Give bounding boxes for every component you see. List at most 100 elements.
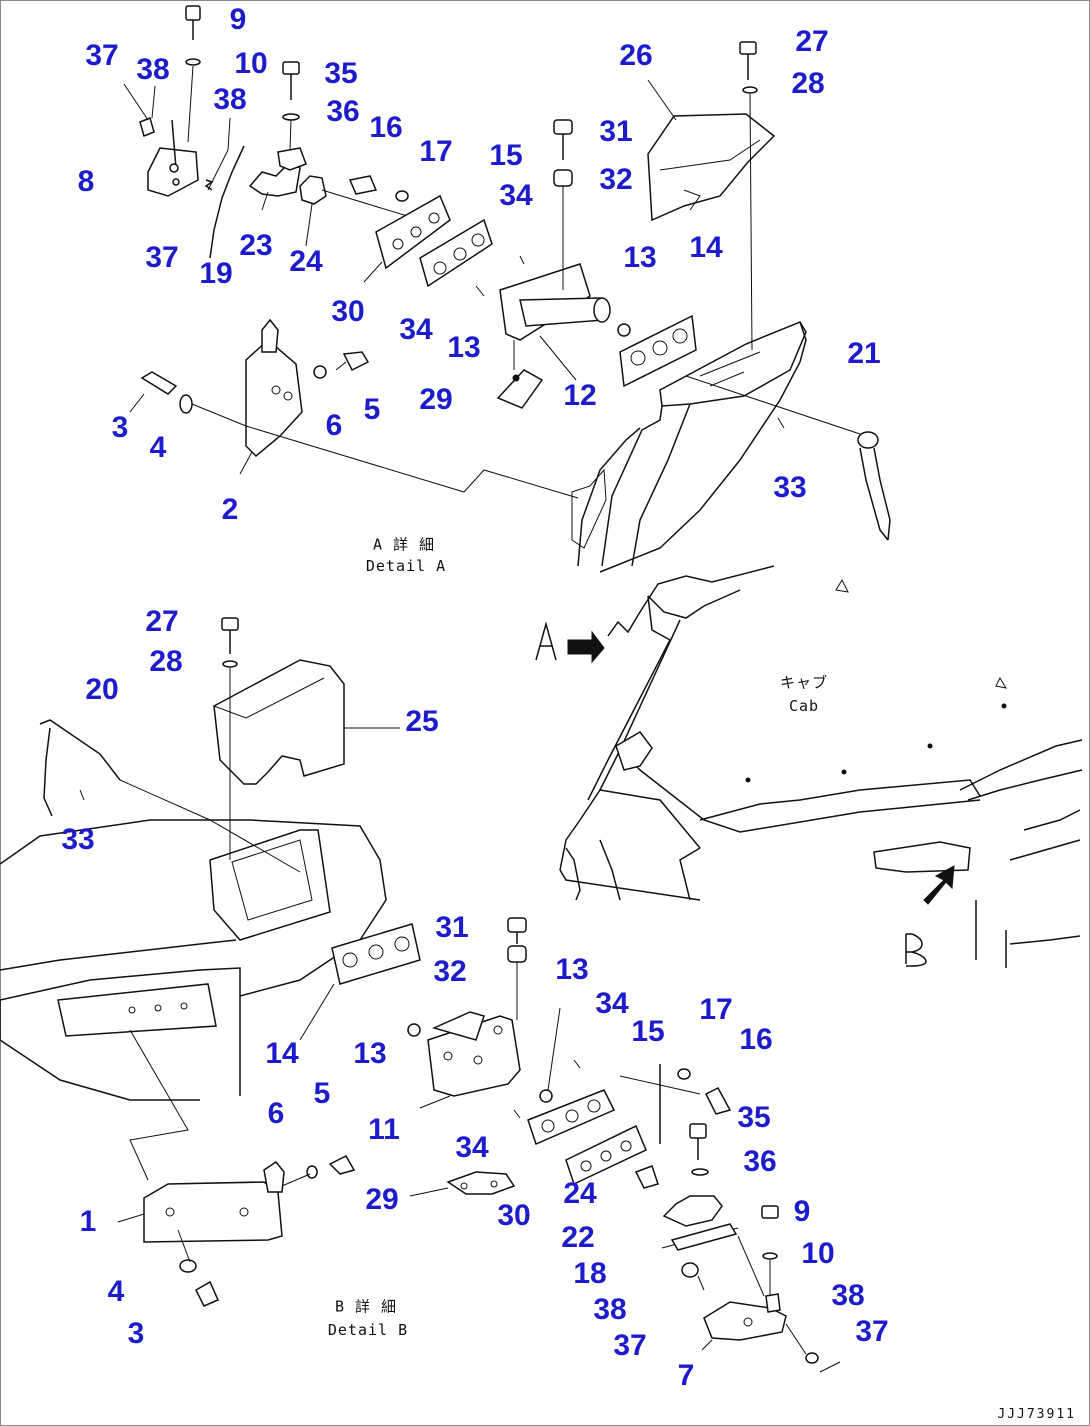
a-callout-19: 19 (199, 257, 233, 290)
detail-a-title-en: Detail A (365, 557, 447, 575)
b-callout-3: 3 (127, 1317, 145, 1350)
a-callout-34: 34 (399, 313, 433, 346)
b-callout-4: 4 (107, 1275, 125, 1308)
a-callout-13: 13 (447, 331, 481, 364)
b-callout-14: 14 (265, 1037, 299, 1070)
a-callout-2: 2 (221, 493, 239, 526)
b-callout-18: 18 (573, 1257, 607, 1290)
cab-label-jp: キャブ (779, 673, 829, 692)
b-callout-24: 24 (563, 1177, 597, 1210)
a-callout-23: 23 (239, 229, 273, 262)
drawing-code: JJJ73911 (997, 1407, 1076, 1422)
a-callout-30: 30 (331, 295, 365, 328)
latch-bracket-icon (615, 731, 653, 771)
b-callout-13: 13 (353, 1037, 387, 1070)
a-callout-34: 34 (499, 179, 533, 212)
a-callout-33: 33 (773, 471, 807, 504)
detail-b-title-en: Detail B (327, 1321, 409, 1339)
a-callout-31: 31 (599, 115, 633, 148)
b-callout-34: 34 (455, 1131, 489, 1164)
b-callout-7: 7 (677, 1359, 695, 1392)
plate-15-icon (527, 1089, 616, 1146)
b-callout-1: 1 (79, 1205, 97, 1238)
b-callout-13: 13 (555, 953, 589, 986)
bolt-9-icon (185, 5, 201, 143)
plate-14-icon (619, 314, 697, 388)
plate-14-b-icon (331, 923, 421, 985)
b-callout-20: 20 (85, 673, 119, 706)
bracket-8-icon (147, 119, 199, 197)
a-callout-6: 6 (325, 409, 343, 442)
bracket-2-icon (245, 338, 303, 458)
plate-29-b-icon (446, 1171, 516, 1195)
a-callout-8: 8 (77, 165, 95, 198)
plate-30-b-icon (565, 1124, 647, 1186)
b-callout-31: 31 (435, 911, 469, 944)
b-callout-36: 36 (743, 1145, 777, 1178)
detail-a-drawing (123, 5, 891, 573)
a-callout-37: 37 (85, 39, 119, 72)
a-callout-27: 27 (795, 25, 829, 58)
plate-29-icon (496, 369, 544, 409)
a-callout-32: 32 (599, 163, 633, 196)
b-callout-25: 25 (405, 705, 439, 738)
b-callout-22: 22 (561, 1221, 595, 1254)
view-arrow-a-icon (567, 630, 605, 664)
detail-a-title-jp: A 詳 細 (372, 535, 436, 554)
a-callout-38: 38 (213, 83, 247, 116)
a-callout-21: 21 (847, 337, 881, 370)
b-callout-35: 35 (737, 1101, 771, 1134)
cover-25-icon (213, 659, 345, 785)
b-callout-38: 38 (831, 1279, 865, 1312)
rod-19-icon (209, 145, 245, 259)
b-callout-34: 34 (595, 987, 629, 1020)
latch-24-b-icon (634, 1165, 659, 1189)
a-callout-37: 37 (145, 241, 179, 274)
a-callout-12: 12 (563, 379, 597, 412)
a-callout-17: 17 (419, 135, 453, 168)
latch-24-icon (299, 175, 327, 205)
a-callout-4: 4 (149, 431, 167, 464)
b-callout-27: 27 (145, 605, 179, 638)
b-callout-9: 9 (793, 1195, 811, 1228)
frame-bracket-b-icon (209, 829, 331, 941)
pin-21-icon (857, 431, 879, 449)
b-callout-37: 37 (613, 1329, 647, 1362)
bracket-1-icon (143, 1181, 283, 1243)
a-callout-16: 16 (369, 111, 403, 144)
b-callout-29: 29 (365, 1183, 399, 1216)
cab-label-en: Cab (788, 697, 820, 715)
a-callout-5: 5 (363, 393, 381, 426)
a-callout-15: 15 (489, 139, 523, 172)
b-callout-32: 32 (433, 955, 467, 988)
b-callout-33: 33 (61, 823, 95, 856)
a-callout-14: 14 (689, 231, 723, 264)
a-callout-36: 36 (326, 95, 360, 128)
bracket-7-icon (703, 1301, 787, 1341)
b-callout-5: 5 (313, 1077, 331, 1110)
b-callout-37: 37 (855, 1315, 889, 1348)
a-callout-35: 35 (324, 57, 358, 90)
a-callout-9: 9 (229, 3, 247, 36)
detail-b-drawing (0, 617, 841, 1373)
a-callout-28: 28 (791, 67, 825, 100)
b-callout-15: 15 (631, 1015, 665, 1048)
a-callout-38: 38 (136, 53, 170, 86)
detail-b-title-jp: B 詳 細 (334, 1297, 398, 1316)
a-callout-13: 13 (623, 241, 657, 274)
latch-b-icon (873, 841, 971, 873)
b-callout-30: 30 (497, 1199, 531, 1232)
pin-16-b-icon (704, 1087, 732, 1115)
clip-37-icon (139, 116, 155, 138)
b-callout-17: 17 (699, 993, 733, 1026)
frame-bracket-icon (659, 321, 807, 407)
plate-34-icon (419, 218, 493, 288)
b-callout-28: 28 (149, 645, 183, 678)
cover-26-icon (647, 113, 776, 222)
bolt-3-icon (140, 371, 178, 395)
b-callout-38: 38 (593, 1293, 627, 1326)
a-callout-3: 3 (111, 411, 129, 444)
a-callout-24: 24 (289, 245, 323, 278)
view-arrow-b-icon (923, 865, 955, 905)
